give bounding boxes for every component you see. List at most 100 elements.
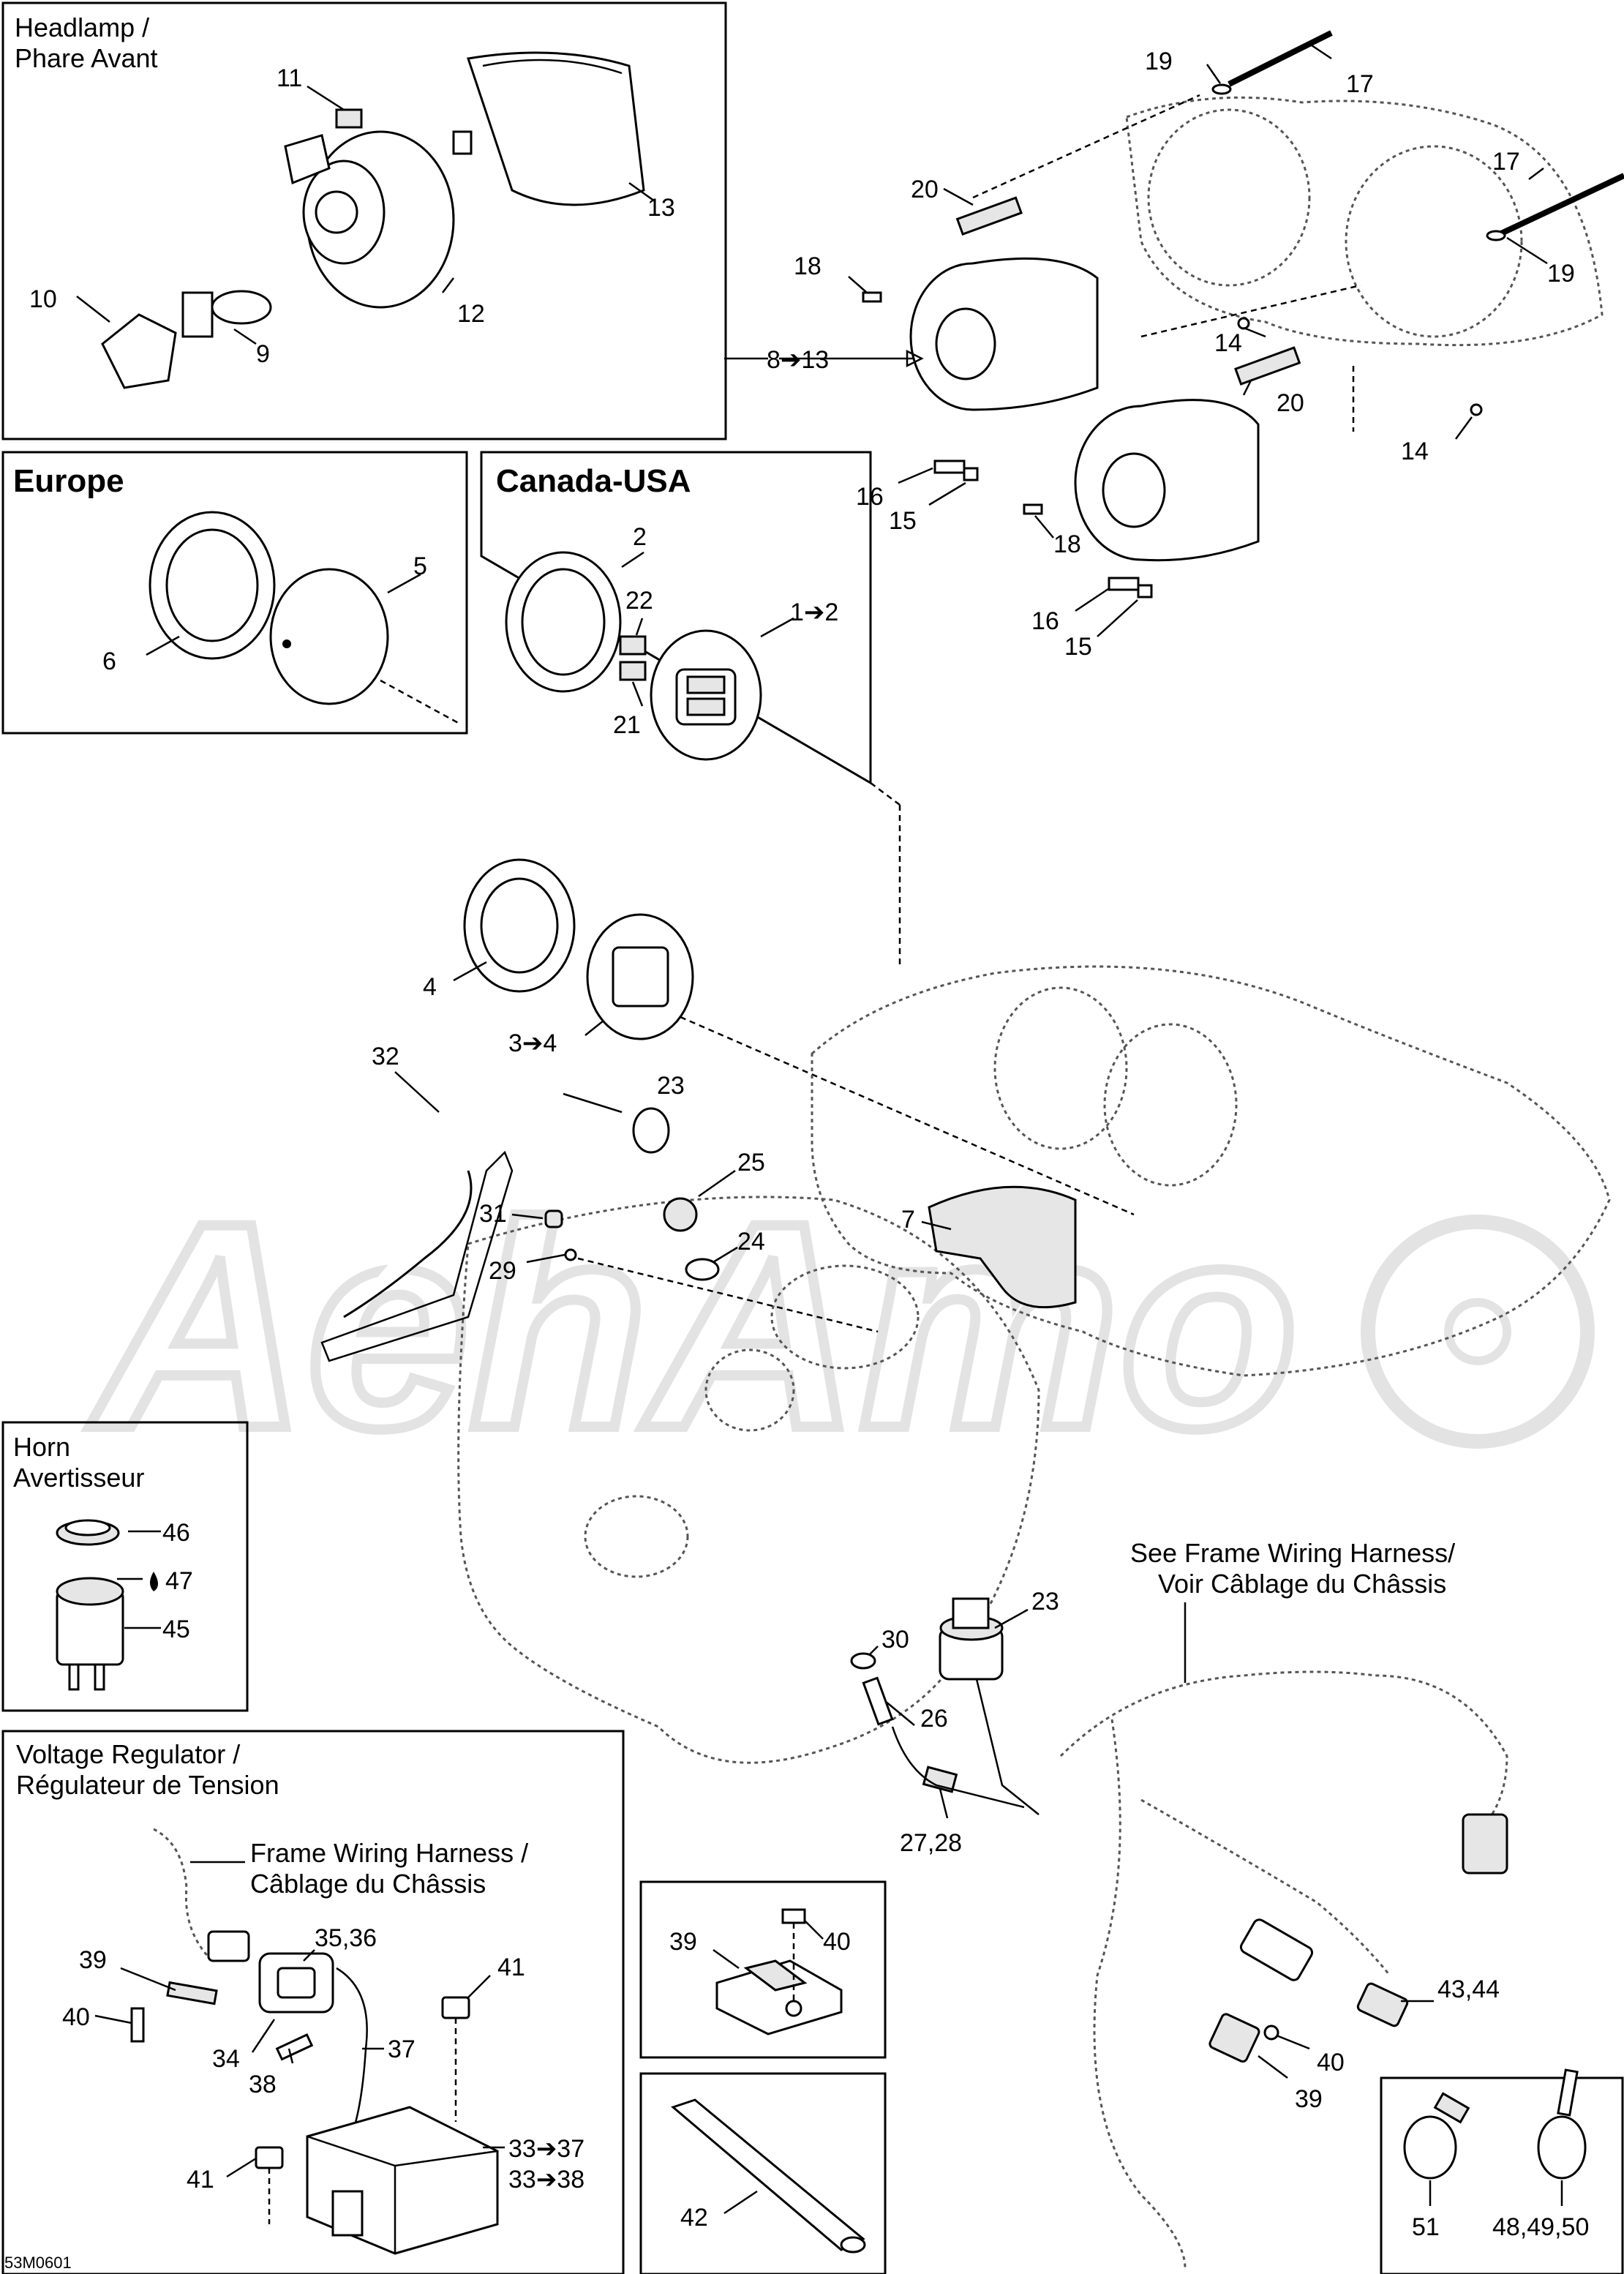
bulb-cover <box>101 313 177 389</box>
ignition-switch <box>939 1597 1004 1681</box>
europe-trim-ring <box>149 511 276 660</box>
callout-47: 47 <box>165 1567 193 1595</box>
callout-39-bracket: 39 <box>669 1928 697 1956</box>
callout-34: 34 <box>212 2045 240 2073</box>
ignition-parts: 23 25 24 32 31 29 7 <box>320 1043 952 1362</box>
callout-7: 7 <box>901 1206 915 1234</box>
callout-41-top: 41 <box>497 1954 525 1981</box>
callout-30: 30 <box>881 1626 909 1654</box>
indicator-bulbs <box>619 635 647 681</box>
headlamp-right <box>1074 399 1260 562</box>
callout-35-36: 35,36 <box>315 1924 377 1952</box>
callout-9: 9 <box>256 340 270 368</box>
callout-32: 32 <box>372 1043 399 1070</box>
callout-29: 29 <box>489 1257 516 1285</box>
panel-deflector <box>928 1185 1077 1309</box>
callout-12: 12 <box>457 300 485 328</box>
callout-48-49-50: 48,49,50 <box>1492 2213 1589 2241</box>
callout-8-to-13: 8➔13 <box>767 346 829 374</box>
headlamp-title-line2: Phare Avant <box>15 43 158 73</box>
regulator-connector <box>258 1952 334 2014</box>
callout-25: 25 <box>737 1149 765 1177</box>
callout-33-to-38: 33➔38 <box>508 2166 584 2194</box>
callout-23-top: 23 <box>657 1072 685 1100</box>
callout-14-right: 14 <box>1401 438 1429 465</box>
voltage-regulator-box: Voltage Regulator / Régulateur de Tensio… <box>1 1730 625 2274</box>
callout-45: 45 <box>162 1616 190 1643</box>
headlamp-title-line1: Headlamp / <box>15 12 149 42</box>
voltage-regulator <box>306 2106 499 2255</box>
callout-1-to-2: 1➔2 <box>790 598 838 626</box>
callout-41-bottom: 41 <box>187 2166 214 2194</box>
voltage-regulator-title-line1: Voltage Regulator / <box>16 1739 240 1769</box>
callout-15-right: 15 <box>1064 633 1092 661</box>
dashboard-body <box>457 965 1611 1764</box>
tube-box: 42 <box>639 2072 887 2274</box>
frame-harness-note-line2: Voir Câblage du Châssis <box>1158 1569 1446 1599</box>
callout-17-right: 17 <box>1492 148 1520 176</box>
horn-body <box>56 1577 124 1691</box>
frame-harness-reg-line1: Frame Wiring Harness / <box>250 1838 528 1868</box>
watermark-motorcycle-wheel <box>1361 1215 1595 1449</box>
callout-46: 46 <box>162 1519 190 1547</box>
canada-usa-box: Canada-USA 2 22 1➔2 21 <box>480 451 901 966</box>
callout-19-right: 19 <box>1547 260 1575 288</box>
callout-20-left: 20 <box>911 176 939 203</box>
callout-43-44: 43,44 <box>1437 1975 1500 2003</box>
callout-13: 13 <box>647 194 675 222</box>
callout-27-28: 27,28 <box>900 1829 962 1857</box>
speedometer-assembly: 4 3➔4 <box>423 858 1135 1216</box>
callout-3-to-4: 3➔4 <box>508 1029 557 1057</box>
canada-gauge <box>650 629 762 761</box>
headlamp-housing <box>284 130 455 309</box>
callout-26: 26 <box>920 1705 948 1733</box>
callout-31: 31 <box>479 1200 507 1228</box>
canada-trim-ring <box>505 551 622 693</box>
callout-19-top: 19 <box>1145 48 1173 75</box>
callout-10: 10 <box>29 285 57 313</box>
callout-37: 37 <box>388 2035 416 2063</box>
callout-24: 24 <box>737 1228 765 1256</box>
drawing-code: 53M0601 <box>4 2254 72 2272</box>
callout-39-harness: 39 <box>1295 2085 1323 2113</box>
callout-2: 2 <box>633 523 647 551</box>
voltage-regulator-title-line2: Régulateur de Tension <box>16 1770 279 1800</box>
callout-22: 22 <box>625 587 653 615</box>
canada-usa-title: Canada-USA <box>496 463 691 499</box>
cable-tie <box>1537 2068 1587 2180</box>
callout-17-top: 17 <box>1346 70 1374 98</box>
europe-box: Europe 5 6 <box>1 451 468 735</box>
callout-15-left: 15 <box>889 507 917 535</box>
bracket-box: 39 40 <box>639 1880 887 2059</box>
socket-clip <box>335 108 363 129</box>
halogen-bulb <box>181 290 272 338</box>
headlamp-reflector-ring <box>452 51 645 206</box>
headlamp-support-assembly: 19 17 17 19 20 18 8➔13 14 20 14 16 15 18… <box>767 30 1624 661</box>
horn-title-line1: Horn <box>13 1432 70 1462</box>
callout-11: 11 <box>277 64 302 92</box>
callout-16-right: 16 <box>1031 607 1059 635</box>
horn-title-line2: Avertisseur <box>13 1463 144 1493</box>
callout-42: 42 <box>680 2204 708 2232</box>
horn-nut <box>56 1519 120 1546</box>
europe-title: Europe <box>13 463 124 499</box>
europe-gauge <box>269 568 389 705</box>
callout-14-mid: 14 <box>1214 329 1242 357</box>
callout-40-harness: 40 <box>1317 2049 1345 2076</box>
wire-clamp <box>1403 2092 1470 2180</box>
callout-5: 5 <box>413 552 427 580</box>
mounting-bracket <box>715 1959 843 2035</box>
callout-40-reg: 40 <box>62 2003 90 2031</box>
headlamp-left <box>909 257 1099 411</box>
callout-23-switch: 23 <box>1031 1588 1059 1616</box>
headlamp-box: Headlamp / Phare Avant 11 1 <box>1 1 768 440</box>
clamps-box: 51 48,49,50 <box>1380 2068 1624 2274</box>
callout-18-left: 18 <box>794 252 822 280</box>
callout-4: 4 <box>423 973 437 1001</box>
callout-18-right: 18 <box>1053 530 1081 558</box>
callout-20-right: 20 <box>1277 389 1304 417</box>
callout-40-bracket: 40 <box>823 1928 851 1956</box>
ignition-switch-and-harness: See Frame Wiring Harness/ Voir Câblage d… <box>850 1538 1508 2269</box>
frame-harness-reg-line2: Câblage du Châssis <box>250 1869 486 1899</box>
